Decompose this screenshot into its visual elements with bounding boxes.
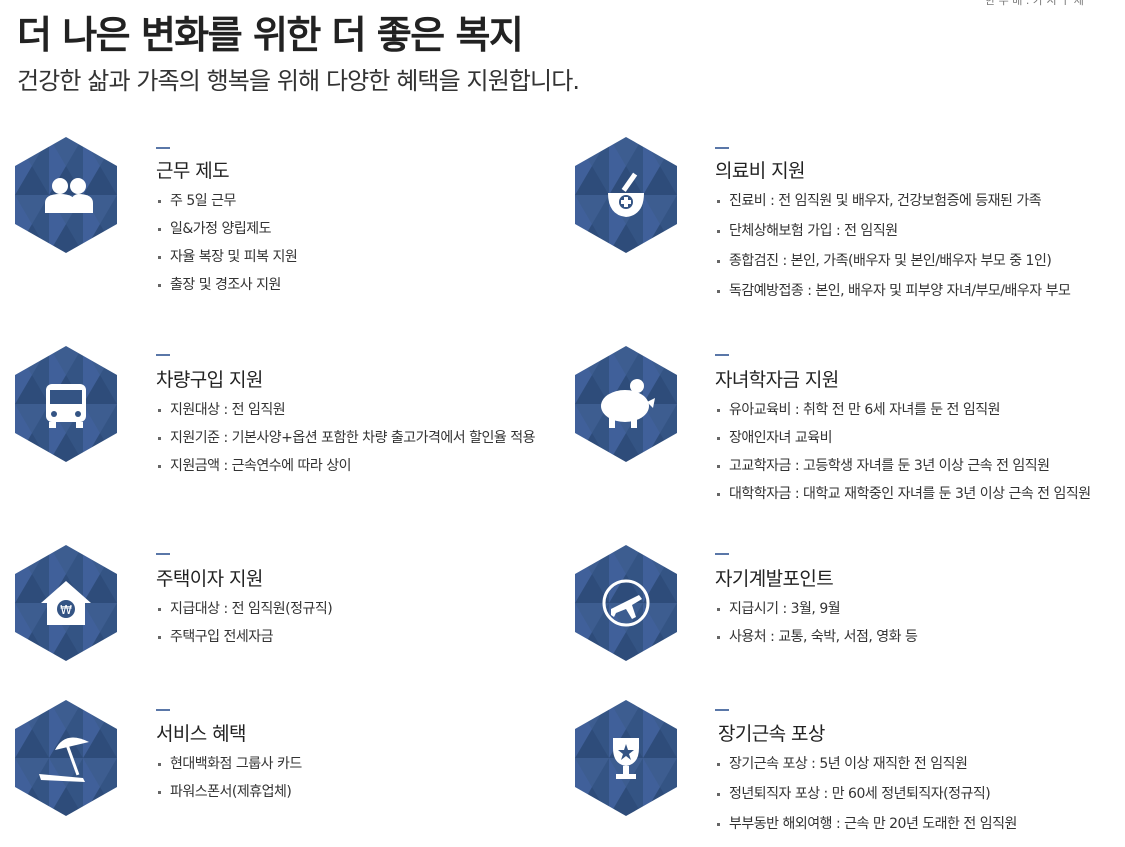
benefit-icon-hex-1 — [15, 137, 117, 253]
list-item: 대학학자금 : 대학교 재학중인 자녀를 둔 3년 이상 근속 전 임직원 — [717, 485, 1091, 513]
section-dash — [715, 147, 729, 149]
benefit-icon-hex-4 — [575, 346, 677, 462]
list-item: 지원금액 : 근속연수에 따라 상이 — [158, 457, 535, 485]
benefit-title-6: 자기계발포인트 — [715, 568, 834, 590]
benefit-icon-hex-3 — [15, 346, 117, 462]
benefit-list-1: 주 5일 근무 일&가정 양립제도 자율 복장 및 피복 지원 출장 및 경조사… — [158, 192, 298, 304]
list-item: 단체상해보험 가입 : 전 임직원 — [717, 222, 1070, 252]
benefit-list-7: 현대백화점 그룹사 카드 파워스폰서(제휴업체) — [158, 755, 302, 811]
trophy-icon — [613, 738, 639, 779]
globe-plane-icon — [602, 579, 650, 627]
benefit-title-7: 서비스 혜택 — [156, 723, 246, 745]
benefit-icon-hex-2 — [575, 137, 677, 253]
benefit-icon-hex-8 — [575, 700, 677, 816]
benefit-icon-hex-6 — [575, 545, 677, 661]
benefit-title-1: 근무 제도 — [156, 160, 230, 182]
house-won-icon: ₩ — [41, 581, 91, 625]
list-item: 일&가정 양립제도 — [158, 220, 297, 248]
list-item: 지급대상 : 전 임직원(정규직) — [158, 600, 333, 628]
benefit-list-5: 지급대상 : 전 임직원(정규직) 주택구입 전세자금 — [158, 600, 333, 656]
benefit-title-4: 자녀학자금 지원 — [715, 369, 839, 391]
list-item: 사용처 : 교통, 숙박, 서점, 영화 등 — [717, 628, 918, 656]
list-item: 종합검진 : 본인, 가족(배우자 및 본인/배우자 부모 중 1인) — [717, 252, 1070, 282]
list-item: 지원대상 : 전 임직원 — [158, 401, 535, 429]
benefit-icon-hex-7 — [15, 700, 117, 816]
people-icon — [45, 178, 93, 213]
benefit-title-3: 차량구입 지원 — [156, 369, 263, 391]
list-item: 지원기준 : 기본사양+옵션 포함한 차량 출고가격에서 할인율 적용 — [158, 429, 535, 457]
list-item: 유아교육비 : 취학 전 만 6세 자녀를 둔 전 임직원 — [717, 401, 1091, 429]
page-title: 더 나은 변화를 위한 더 좋은 복지 — [17, 13, 524, 57]
section-dash — [715, 354, 729, 356]
list-item: 주택구입 전세자금 — [158, 628, 332, 656]
list-item: 출장 및 경조사 지원 — [158, 276, 297, 304]
list-item: 부부동반 해외여행 : 근속 만 20년 도래한 전 임직원 — [717, 815, 1017, 845]
list-item: 자율 복장 및 피복 지원 — [158, 248, 298, 276]
list-item: 주 5일 근무 — [158, 192, 297, 220]
benefit-title-5: 주택이자 지원 — [156, 568, 263, 590]
benefit-title-8: 장기근속 포상 — [718, 723, 825, 745]
benefit-list-4: 유아교육비 : 취학 전 만 6세 자녀를 둔 전 임직원 장애인자녀 교육비 … — [717, 401, 1091, 513]
list-item: 독감예방접종 : 본인, 배우자 및 피부양 자녀/부모/배우자 부모 — [717, 282, 1071, 312]
section-dash — [156, 553, 170, 555]
medicine-bowl-icon — [608, 172, 644, 217]
list-item: 고교학자금 : 고등학생 자녀를 둔 3년 이상 근속 전 임직원 — [717, 457, 1091, 485]
benefit-list-8: 장기근속 포상 : 5년 이상 재직한 전 임직원 정년퇴직자 포상 : 만 6… — [717, 755, 1017, 845]
list-item: 장애인자녀 교육비 — [717, 429, 1091, 457]
benefit-icon-hex-5: ₩ — [15, 545, 117, 661]
section-dash — [715, 553, 729, 555]
benefit-list-3: 지원대상 : 전 임직원 지원기준 : 기본사양+옵션 포함한 차량 출고가격에… — [158, 401, 535, 485]
benefit-list-6: 지급시기 : 3월, 9월 사용처 : 교통, 숙박, 서점, 영화 등 — [717, 600, 918, 656]
section-dash — [156, 147, 170, 149]
list-item: 장기근속 포상 : 5년 이상 재직한 전 임직원 — [717, 755, 1017, 785]
section-dash — [156, 354, 170, 356]
bus-icon — [46, 384, 86, 428]
beach-umbrella-icon — [39, 737, 89, 782]
list-item: 정년퇴직자 포상 : 만 60세 정년퇴직자(정규직) — [717, 785, 1017, 815]
page-subtitle: 건강한 삶과 가족의 행복을 위해 다양한 혜택을 지원합니다. — [17, 67, 580, 95]
section-dash — [715, 709, 729, 711]
list-item: 지급시기 : 3월, 9월 — [717, 600, 917, 628]
list-item: 현대백화점 그룹사 카드 — [158, 755, 302, 783]
benefit-list-2: 진료비 : 전 임직원 및 배우자, 건강보험증에 등재된 가족 단체상해보험 … — [717, 192, 1071, 312]
section-dash — [156, 709, 170, 711]
list-item: 파워스폰서(제휴업체) — [158, 783, 302, 811]
benefit-title-2: 의료비 지원 — [715, 160, 805, 182]
top-right-link-text: 한 누 배 . 가 시 ㅣ 제 — [985, 0, 1084, 7]
svg-text:₩: ₩ — [60, 603, 72, 617]
list-item: 진료비 : 전 임직원 및 배우자, 건강보험증에 등재된 가족 — [717, 192, 1070, 222]
piggy-bank-icon — [601, 379, 655, 428]
